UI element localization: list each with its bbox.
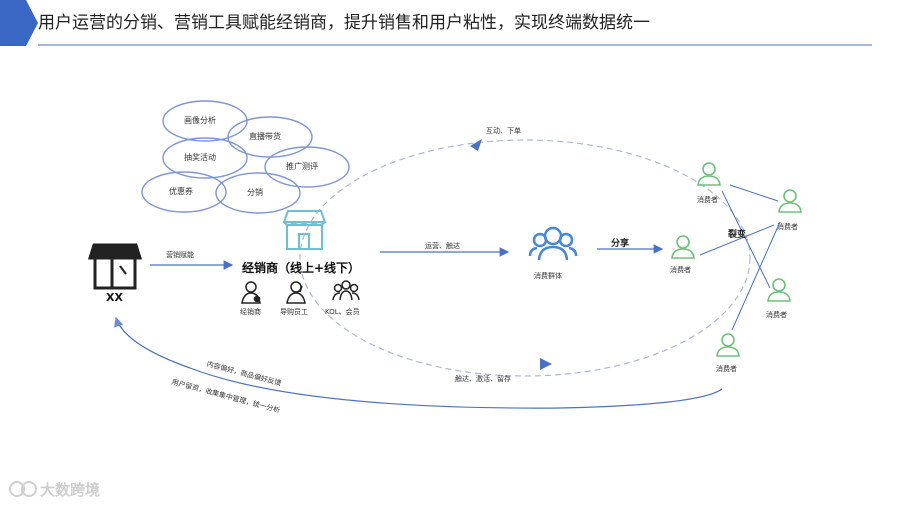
- ops-label: 运营、触达: [425, 242, 460, 250]
- bubble-persona: [162, 100, 248, 142]
- cycle-arrow-top: [470, 139, 482, 151]
- distributor-role-icon: [241, 281, 261, 304]
- bubble-label: 优惠券: [169, 187, 193, 196]
- bubble-label: 画像分析: [184, 116, 216, 125]
- consumer-label: 消费者: [697, 196, 718, 204]
- consumer-icon-top: [697, 162, 721, 186]
- role-label: 经销商: [240, 308, 261, 316]
- header-accent-tip: [26, 0, 38, 46]
- consumer-label: 消费者: [670, 266, 691, 274]
- bubble-distribution: [215, 172, 301, 214]
- share-label: 分享: [611, 239, 630, 249]
- reach-label: 触达、激活、留存: [455, 375, 511, 383]
- consumer-icon-bottom: [716, 333, 740, 357]
- consumer-label: 消费者: [716, 365, 737, 373]
- bubble-label: 分销: [247, 188, 263, 197]
- consumer-icon-right-bottom: [767, 278, 791, 302]
- bubble-review: [264, 146, 350, 188]
- kol-role-icon: [332, 280, 360, 301]
- role-label: 导购员工: [280, 308, 308, 316]
- distributor-store-icon: [282, 210, 327, 250]
- distributor-title: 经销商（线上+线下）: [242, 261, 361, 275]
- store-icon: [87, 243, 143, 290]
- empower-label: 营销赋能: [166, 251, 194, 259]
- role-label: KOL、会员: [325, 308, 360, 316]
- bubble-lottery: [162, 137, 248, 179]
- consumer-network: [699, 184, 781, 331]
- watermark: 大数跨境: [40, 481, 101, 499]
- cycle-arrow-bottom: [540, 358, 552, 370]
- consumer-label: 消费者: [766, 311, 787, 319]
- interact-label: 互动、下单: [486, 127, 521, 135]
- store-label: XX: [106, 291, 123, 304]
- group-label: 消费群体: [534, 272, 562, 280]
- feedback-arrow: [114, 316, 723, 409]
- guide-role-icon: [286, 281, 306, 304]
- bubble-label: 推广测评: [286, 162, 318, 171]
- page-title: 用户运营的分销、营销工具赋能经销商，提升销售和用户粘性，实现终端数据统一: [38, 13, 650, 33]
- consumer-icon-mid: [671, 235, 695, 259]
- header-accent: [0, 0, 26, 46]
- bubble-coupon: [141, 171, 227, 213]
- watermark-logo-icon: [8, 480, 38, 502]
- consumer-icon-right-top: [778, 189, 802, 213]
- bubble-label: 抽奖活动: [184, 153, 216, 162]
- consumer-label: 消费者: [777, 223, 798, 231]
- fission-label: 裂变: [728, 230, 747, 240]
- consumer-group-icon: [528, 226, 578, 261]
- cycle-ellipse: [299, 139, 751, 377]
- bubble-label: 直播带货: [249, 132, 281, 141]
